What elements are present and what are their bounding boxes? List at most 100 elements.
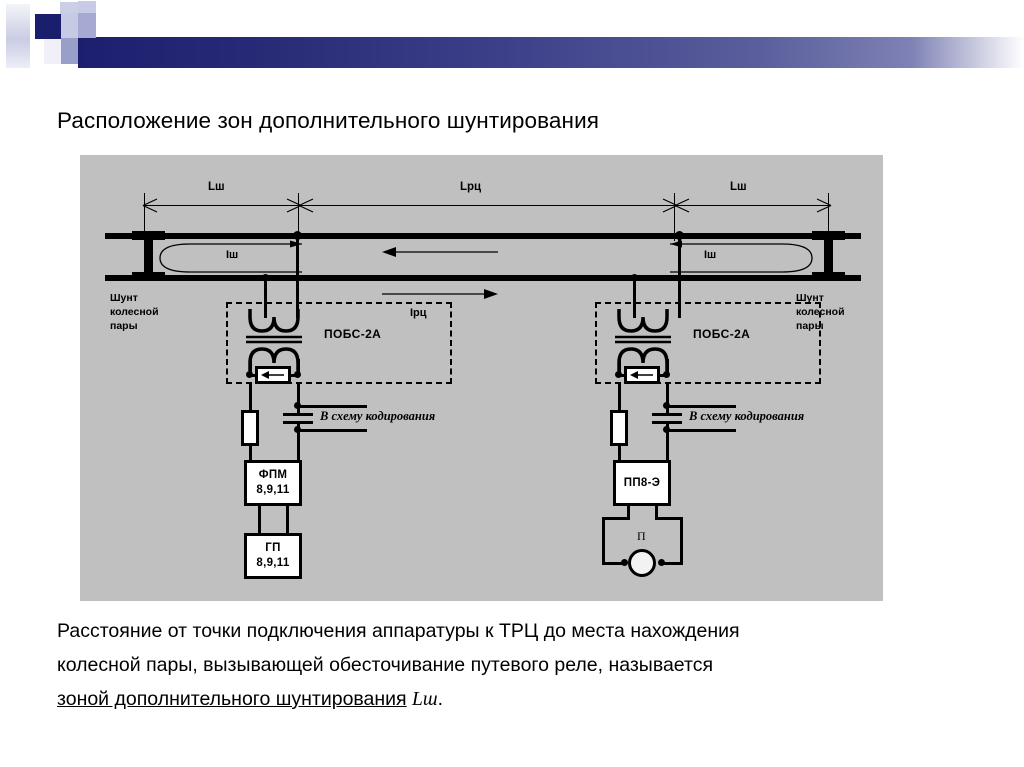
left-cap-plate-bottom bbox=[283, 421, 313, 424]
right-transformer-label: ПОБС-2А bbox=[693, 327, 751, 341]
left-sec-node-a bbox=[246, 371, 253, 378]
current-label-ish-right: Iш bbox=[704, 249, 717, 261]
rail-top bbox=[105, 233, 861, 239]
right-sec-node-a bbox=[615, 371, 622, 378]
dim-line-lrc bbox=[300, 205, 676, 206]
current-label-irc: Iрц bbox=[410, 307, 427, 319]
body-line-3-tail: . bbox=[437, 688, 444, 710]
left-res-lead-bottom bbox=[249, 444, 252, 472]
dim-arrow-centre-left bbox=[298, 198, 314, 213]
dim-arrow-right-inner bbox=[674, 198, 690, 213]
right-transformer-dashed-box bbox=[595, 302, 821, 384]
body-line-3-underlined: зоной дополнительного шунтирования bbox=[57, 688, 407, 710]
body-paragraph: Расстояние от точки подключения аппарату… bbox=[57, 614, 977, 717]
right-sec-node-b bbox=[663, 371, 670, 378]
header-gradient-strip bbox=[6, 4, 30, 68]
left-transformer-dashed-box bbox=[226, 302, 452, 384]
left-shunt-caption-line2: колесной bbox=[110, 306, 159, 318]
track-current-arrow-upper bbox=[382, 247, 498, 257]
rail-bottom bbox=[105, 275, 861, 281]
page-title: Расположение зон дополнительного шунтиро… bbox=[57, 108, 600, 133]
right-relay-wire-top-right bbox=[655, 517, 683, 520]
right-relay-lead-a-v bbox=[627, 505, 630, 519]
left-coding-node-bottom bbox=[294, 426, 301, 433]
left-transformer-label: ПОБС-2А bbox=[324, 327, 382, 341]
left-gp-lead-a bbox=[258, 505, 261, 537]
left-coding-node-top bbox=[294, 402, 301, 409]
dim-label-lrc: Lрц bbox=[460, 181, 482, 193]
left-sec-wire-a bbox=[249, 359, 252, 377]
right-relay-wire-right bbox=[680, 517, 683, 565]
header-square-mid bbox=[78, 13, 96, 38]
right-receiver-block: ПП8-Э bbox=[613, 460, 671, 506]
dim-arrow-left-outer bbox=[142, 198, 158, 213]
dim-arrow-left-inner bbox=[286, 198, 302, 213]
left-sec-wire-b bbox=[297, 359, 300, 377]
current-label-ish-left: Iш bbox=[226, 249, 239, 261]
right-relay-wire-top-left bbox=[602, 517, 630, 520]
header-square-light bbox=[44, 38, 61, 64]
dim-tick-centre-end bbox=[674, 193, 675, 241]
right-cap-lead-top bbox=[666, 405, 669, 415]
right-shunt-bar bbox=[824, 233, 833, 281]
right-wire-from-bottom-rail bbox=[633, 277, 636, 318]
left-filter-block-line2: 8,9,11 bbox=[256, 484, 290, 496]
left-shunt-caption: Шунт колесной пары bbox=[110, 291, 159, 333]
right-coding-wire-top bbox=[666, 405, 736, 408]
right-relay-wire-bottom-right bbox=[661, 562, 683, 565]
right-cap-lead-bottom bbox=[666, 424, 669, 472]
right-shunt-caption-line3: пары bbox=[796, 320, 824, 332]
dim-line-lsh-right bbox=[676, 205, 830, 206]
left-coding-wire-bottom bbox=[297, 429, 367, 432]
right-branch-wire-b bbox=[666, 383, 669, 407]
body-line-3: зоной дополнительного шунтирования Lш. bbox=[57, 682, 977, 717]
left-shunt-bottom-cap bbox=[132, 272, 165, 281]
right-relay-node-left bbox=[621, 559, 628, 566]
left-wire-from-top-rail bbox=[296, 235, 299, 318]
left-filter-block: ФПМ 8,9,11 bbox=[244, 460, 302, 506]
left-cap-lead-top bbox=[297, 405, 300, 415]
dim-line-lsh-left bbox=[144, 205, 300, 206]
right-transformer-symbol bbox=[615, 309, 671, 371]
right-shunt-caption-line1: Шунт bbox=[796, 292, 824, 304]
left-element-arrow-icon bbox=[261, 371, 284, 379]
right-coding-wire-bottom bbox=[666, 429, 736, 432]
left-generator-block-line2: 8,9,11 bbox=[256, 557, 290, 569]
left-wire-from-bottom-rail bbox=[264, 277, 267, 318]
left-cap-plate-top bbox=[283, 413, 313, 416]
header-square-pale-3 bbox=[78, 1, 96, 13]
header-square-violet bbox=[61, 38, 78, 64]
dim-label-lsh-right: Lш bbox=[730, 181, 747, 193]
right-relay-wire-bottom-left bbox=[602, 562, 624, 565]
left-gp-lead-b bbox=[286, 505, 289, 537]
dim-arrow-right-outer bbox=[816, 198, 832, 213]
right-sec-wire-b bbox=[666, 359, 669, 377]
left-shunt-caption-line3: пары bbox=[110, 320, 138, 332]
left-coding-label: В схему кодирования bbox=[320, 409, 436, 423]
left-sec-node-b bbox=[294, 371, 301, 378]
right-wire-from-top-rail bbox=[678, 235, 681, 318]
right-branch-wire-a bbox=[618, 383, 621, 407]
dim-tick-left-start bbox=[144, 193, 145, 241]
right-relay-wire-left bbox=[602, 517, 605, 565]
right-coding-node-top bbox=[663, 402, 670, 409]
right-res-lead-bottom bbox=[618, 444, 621, 472]
left-generator-block: ГП 8,9,11 bbox=[244, 533, 302, 579]
right-shunt-current-loop bbox=[670, 240, 813, 273]
right-cap-plate-top bbox=[652, 413, 682, 416]
left-coding-wire-top bbox=[297, 405, 367, 408]
right-relay-node-right bbox=[658, 559, 665, 566]
dim-arrow-centre-right bbox=[662, 198, 678, 213]
left-vertical-resistor bbox=[241, 410, 259, 446]
right-coding-label: В схему кодирования bbox=[689, 409, 805, 423]
left-filter-block-line1: ФПМ bbox=[258, 469, 288, 481]
header-square-pale-2 bbox=[60, 13, 78, 38]
header-accent-bar bbox=[78, 37, 1024, 68]
right-relay-lead-b-v bbox=[655, 505, 658, 519]
dim-tick-right-end bbox=[828, 193, 829, 241]
header-square-pale-1 bbox=[60, 2, 78, 13]
left-branch-wire-a bbox=[249, 383, 252, 407]
left-cap-lead-bottom bbox=[297, 424, 300, 472]
track-current-arrow-lower bbox=[382, 289, 498, 299]
